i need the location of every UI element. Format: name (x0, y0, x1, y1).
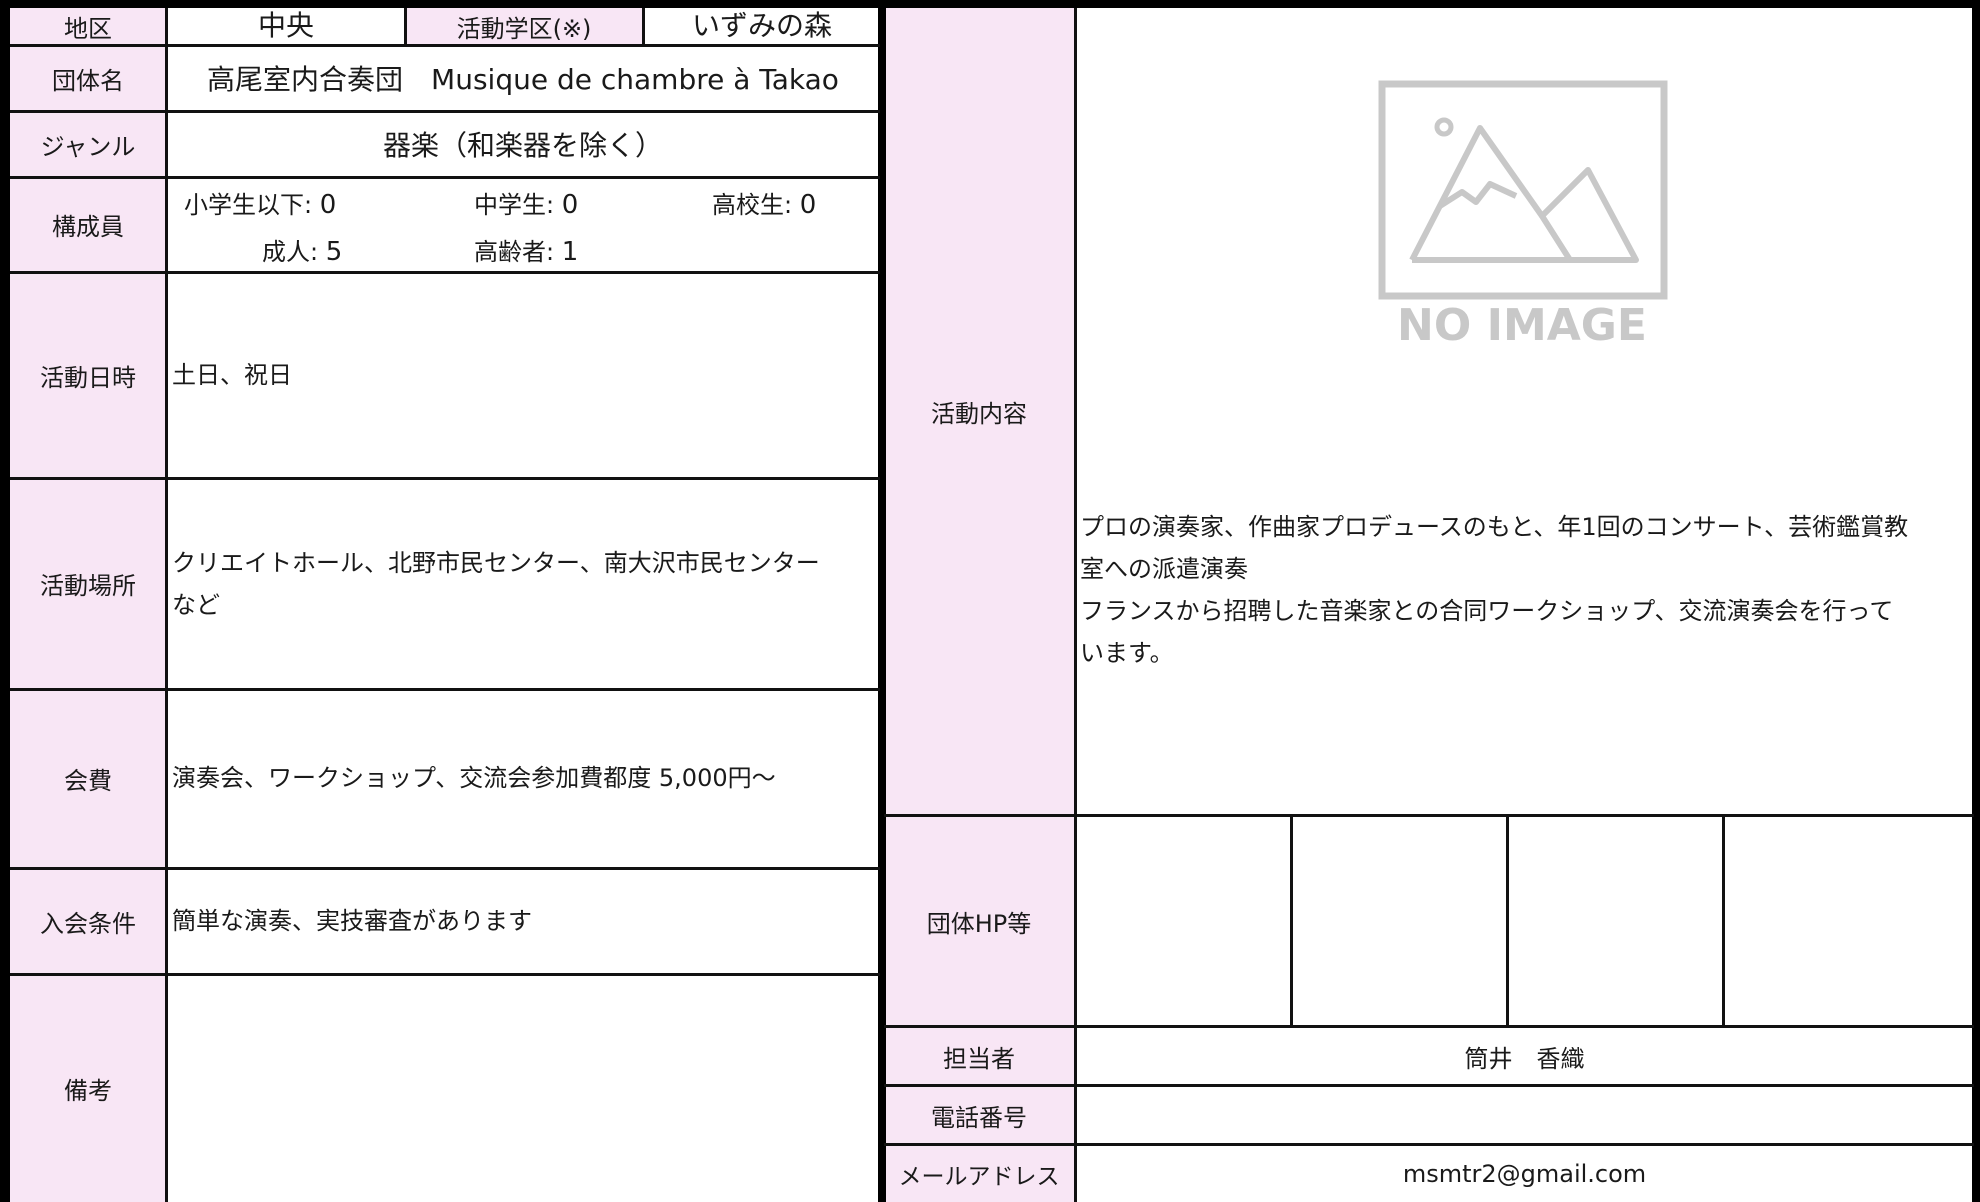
school-value: いずみの森 (691, 9, 832, 42)
divider (10, 973, 880, 976)
place-value: クリエイトホール、北野市民センター、南大沢市民センター など (166, 479, 878, 688)
activity-line: プロの演奏家、作曲家プロデュースのもと、年1回のコンサート、芸術鑑賞教 (1080, 513, 1909, 541)
email-value[interactable]: msmtr2@gmail.com (1402, 1160, 1647, 1188)
divider (10, 688, 880, 691)
divider (165, 8, 168, 1202)
school-label-bg (404, 8, 642, 44)
activity-line: 室への派遣演奏 (1080, 555, 1248, 583)
divider (10, 110, 880, 113)
members-high: 高校生: 0 (712, 190, 817, 220)
group-name-label: 団体名 (52, 66, 124, 95)
schedule-label: 活動日時 (40, 363, 136, 392)
place-label: 活動場所 (40, 572, 136, 600)
divider (884, 814, 1974, 817)
activity-line: フランスから招聘した音楽家との合同ワークショップ、交流演奏会を行って (1080, 597, 1894, 625)
divider (10, 44, 880, 47)
right-label-column (884, 8, 1076, 1202)
frame-top (0, 0, 1980, 8)
schedule-value: 土日、祝日 (172, 360, 292, 389)
place-value-line: クリエイトホール、北野市民センター、南大沢市民センター (172, 548, 820, 577)
no-image-text: NO IMAGE (1397, 300, 1647, 351)
divider (1506, 814, 1509, 1028)
activity-line: います。 (1080, 639, 1174, 667)
contact-value: 筒井 香織 (1464, 1044, 1585, 1073)
place-value-line: など (172, 590, 220, 619)
divider (1722, 814, 1725, 1028)
school-label: 活動学区(※) (456, 14, 592, 43)
frame-left (0, 0, 10, 1202)
hp-label: 団体HP等 (926, 909, 1032, 938)
members-senior: 高齢者: 1 (474, 237, 579, 267)
condition-value: 簡単な演奏、実技審査があります (172, 906, 532, 935)
divider (10, 867, 880, 870)
remarks-value (166, 975, 878, 1202)
activity-label: 活動内容 (931, 399, 1027, 428)
divider (884, 1025, 1974, 1028)
phone-value (1077, 1087, 1972, 1143)
divider (1290, 814, 1293, 1028)
district-label: 地区 (64, 14, 112, 43)
divider (10, 271, 880, 274)
left-label-column (10, 8, 166, 1202)
phone-label: 電話番号 (931, 1103, 1027, 1132)
divider (10, 477, 880, 480)
members-junior: 中学生: 0 (474, 190, 579, 220)
frame-middle (878, 0, 886, 1202)
genre-label: ジャンル (40, 132, 136, 161)
mountain-image-icon: NO IMAGE (1378, 80, 1668, 351)
activity-value: プロの演奏家、作曲家プロデュースのもと、年1回のコンサート、芸術鑑賞教 室への派… (1080, 506, 1970, 674)
members-label: 構成員 (52, 213, 124, 241)
divider (1074, 8, 1077, 1202)
condition-label: 入会条件 (40, 909, 136, 938)
genre-value: 器楽（和楽器を除く） (382, 129, 663, 162)
divider (884, 1084, 1974, 1087)
divider (884, 1143, 1974, 1146)
contact-label: 担当者 (943, 1044, 1015, 1073)
no-image-placeholder: NO IMAGE (1370, 74, 1670, 354)
divider (642, 8, 645, 44)
divider (10, 176, 880, 179)
frame-right (1972, 0, 1980, 1202)
district-value: 中央 (257, 9, 314, 42)
divider (404, 8, 407, 44)
fee-label: 会費 (64, 767, 112, 795)
email-label: メールアドレス (898, 1164, 1060, 1190)
fee-value: 演奏会、ワークショップ、交流会参加費都度 5,000円〜 (172, 764, 776, 793)
members-elementary: 小学生以下: 0 (184, 190, 337, 220)
remarks-label: 備考 (64, 1077, 112, 1105)
members-adult: 成人: 5 (262, 237, 343, 267)
group-name-value: 高尾室内合奏団 Musique de chambre à Takao (207, 63, 839, 96)
